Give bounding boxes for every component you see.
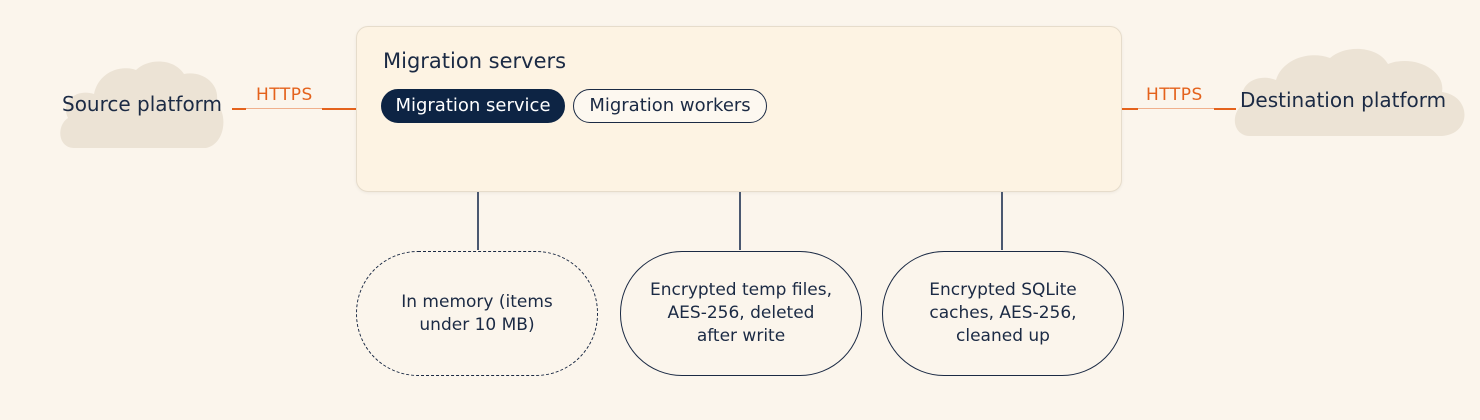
temp-files-line-1: Encrypted temp files,: [649, 280, 833, 300]
destination-connector-thin-line: [1138, 108, 1214, 109]
temp-files-line-2: AES-256, deleted: [667, 303, 815, 323]
source-platform-cloud: Source platform: [54, 56, 228, 152]
sqlite-line-3: cleaned up: [956, 326, 1050, 346]
sqlite-cache-storage-node: Encrypted SQLite caches, AES-256, cleane…: [882, 251, 1124, 376]
source-platform-label: Source platform: [62, 92, 223, 116]
cloud-icon: [1234, 48, 1465, 136]
destination-platform-label: Destination platform: [1240, 88, 1447, 112]
migration-workers-chip: Migration workers: [573, 89, 767, 123]
destination-platform-cloud: Destination platform: [1228, 44, 1472, 140]
cloud-icon: [60, 61, 224, 148]
destination-connector-line: [1122, 108, 1138, 110]
sqlite-line-2: caches, AES-256,: [929, 303, 1077, 323]
destination-protocol-label: HTTPS: [1146, 85, 1203, 105]
in-memory-line-2: under 10 MB): [419, 314, 535, 335]
migration-servers-title: Migration servers: [383, 49, 567, 73]
sqlite-connector-line: [1001, 192, 1003, 250]
memory-connector-line: [477, 192, 479, 250]
sqlite-line-1: Encrypted SQLite: [929, 280, 1077, 300]
temp-files-line-3: after write: [696, 326, 786, 346]
source-connector-line-end: [322, 108, 356, 110]
source-connector-thin-line: [246, 108, 322, 109]
destination-connector-line-end: [1214, 108, 1236, 110]
source-protocol-label: HTTPS: [256, 85, 313, 105]
source-connector-line: [232, 108, 246, 110]
migration-servers-box: Migration servers Migration service Migr…: [356, 26, 1122, 192]
temp-files-storage-node: Encrypted temp files, AES-256, deleted a…: [620, 251, 862, 376]
in-memory-line-1: In memory (items: [401, 291, 553, 312]
migration-service-chip: Migration service: [381, 89, 565, 123]
in-memory-storage-node: In memory (items under 10 MB): [356, 251, 598, 376]
temp-files-connector-line: [739, 192, 741, 250]
